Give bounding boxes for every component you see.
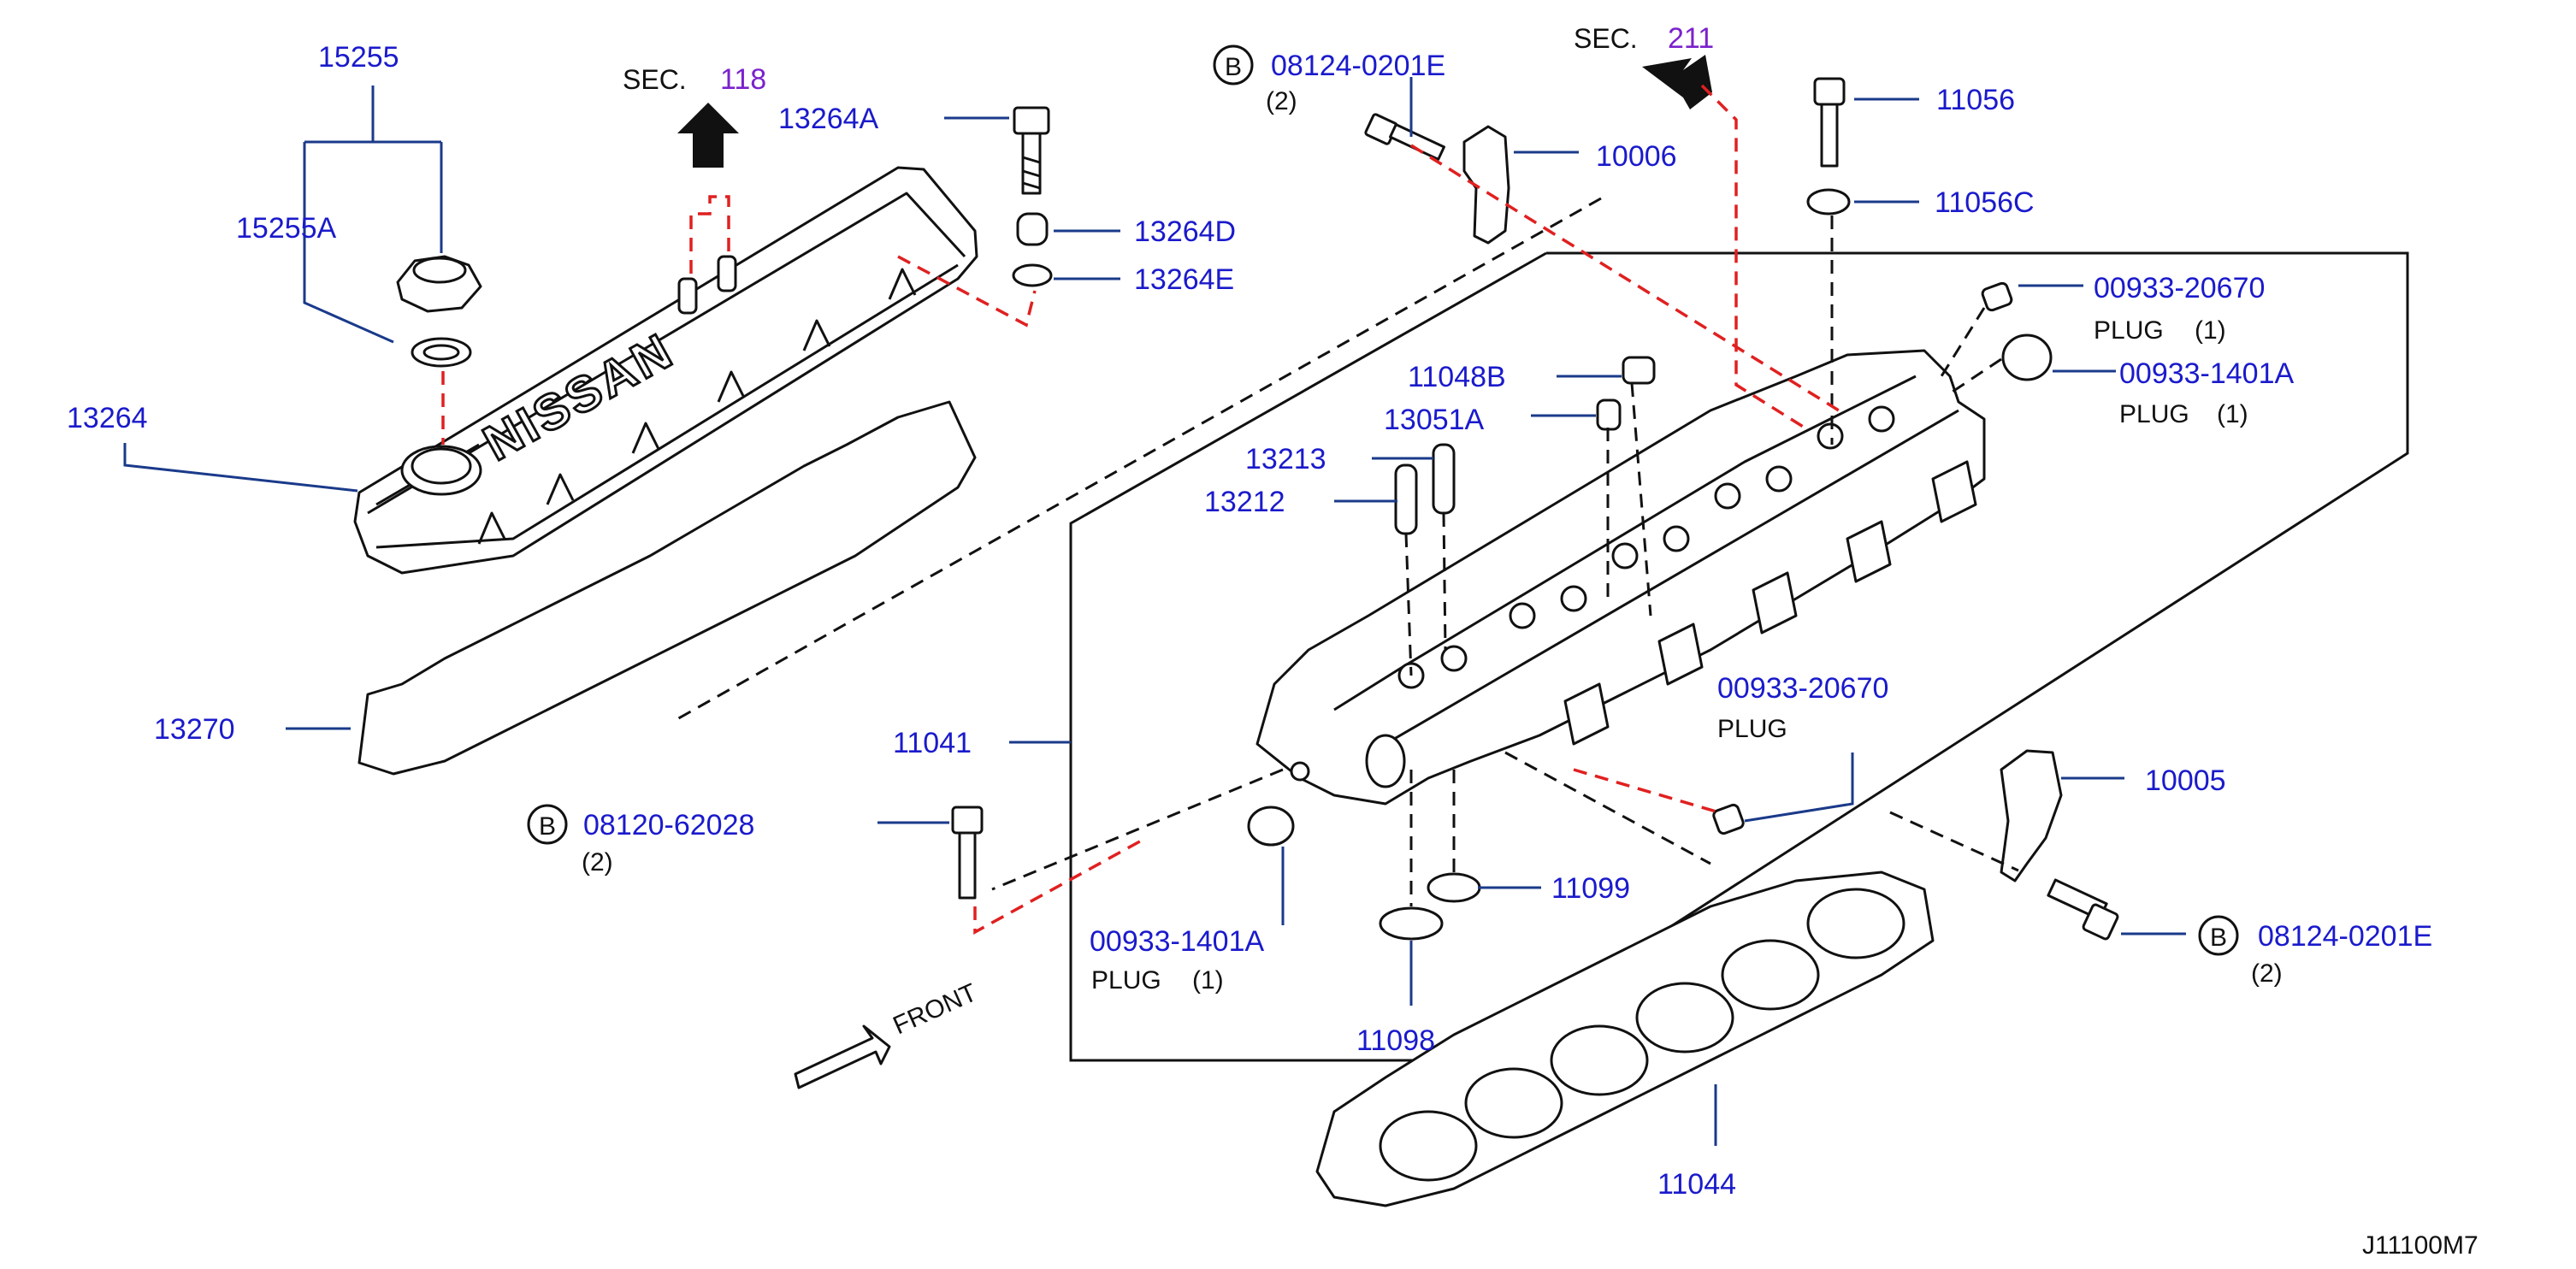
section-number-211[interactable]: 211 <box>1668 22 1714 55</box>
cover-grommet <box>1016 212 1049 246</box>
seal-11098 <box>1379 906 1444 941</box>
plug-bottom-large <box>1247 806 1295 847</box>
part-label-13051a[interactable]: 13051A <box>1384 404 1485 436</box>
front-arrow <box>794 1024 891 1089</box>
badge-b-letter-2: B <box>539 812 556 841</box>
cylinder-head <box>1256 349 1986 806</box>
qty-08124-top: (2) <box>1266 87 1297 115</box>
badge-b-icon-2 <box>527 804 568 845</box>
oil-filler-cap <box>396 255 482 313</box>
part-label-15255[interactable]: 15255 <box>318 41 399 74</box>
desc-plug-bottom-large: PLUG <box>1091 966 1161 995</box>
qty-08124-bottom: (2) <box>2251 959 2283 988</box>
desc-plug-top-small: PLUG <box>2094 316 2164 345</box>
badge-b-icon <box>1213 44 1254 86</box>
part-label-13264e[interactable]: 13264E <box>1134 263 1234 296</box>
plug-top-small <box>1981 281 2013 312</box>
part-label-00933-1401a-top[interactable]: 00933-1401A <box>2119 357 2295 390</box>
part-label-11041[interactable]: 11041 <box>893 727 972 759</box>
part-label-13264[interactable]: 13264 <box>67 402 148 434</box>
part-label-08124-top[interactable]: 08124-0201E <box>1271 50 1445 82</box>
part-label-11044[interactable]: 11044 <box>1657 1168 1736 1201</box>
part-label-10005[interactable]: 10005 <box>2145 764 2226 797</box>
qty-08120: (2) <box>582 848 613 876</box>
sec-211-arrow <box>1642 55 1712 109</box>
engine-slinger-front <box>1462 125 1510 245</box>
plug-top-large <box>2001 333 2053 381</box>
cover-stud-bolt <box>951 806 984 900</box>
valve-guide-13213 <box>1432 443 1456 515</box>
part-label-13213[interactable]: 13213 <box>1245 443 1326 475</box>
part-label-11098[interactable]: 11098 <box>1356 1024 1435 1057</box>
valve-guide-13212 <box>1394 463 1418 535</box>
part-label-11048b[interactable]: 11048B <box>1408 361 1506 393</box>
part-label-11056[interactable]: 11056 <box>1936 84 2015 116</box>
part-label-08120-62028[interactable]: 08120-62028 <box>583 809 754 841</box>
rocker-bolt <box>1813 77 1846 168</box>
head-bolt-bottom <box>2047 878 2119 941</box>
part-label-13264a[interactable]: 13264A <box>778 103 879 135</box>
part-label-00933-20670-top[interactable]: 00933-20670 <box>2094 272 2265 304</box>
plug-11048b <box>1622 356 1656 385</box>
cap-seal <box>411 337 472 368</box>
cover-bolt <box>1013 106 1050 195</box>
sec-118-arrow <box>677 103 739 168</box>
part-label-13270[interactable]: 13270 <box>154 713 235 746</box>
plug-mid-small <box>1712 803 1745 835</box>
part-label-00933-1401a-bottom[interactable]: 00933-1401A <box>1090 925 1265 958</box>
part-label-00933-20670-mid[interactable]: 00933-20670 <box>1717 672 1888 705</box>
badge-b-letter-3: B <box>2210 924 2227 952</box>
engine-slinger-rear <box>2000 749 2063 882</box>
rocker-cover: NISSAN <box>353 166 978 575</box>
desc-plug-mid-small: PLUG <box>1717 715 1787 743</box>
part-label-08124-bottom[interactable]: 08124-0201E <box>2258 920 2432 953</box>
part-label-15255a[interactable]: 15255A <box>236 212 337 245</box>
badge-b-icon-3 <box>2198 915 2239 956</box>
cover-washer <box>1012 263 1053 287</box>
section-prefix-118: SEC. <box>623 64 687 95</box>
head-bolt-top <box>1364 113 1445 161</box>
cover-gasket <box>357 400 977 776</box>
qty-plug-top-small: (1) <box>2195 316 2226 345</box>
section-prefix-211: SEC. <box>1574 23 1638 54</box>
part-label-13212[interactable]: 13212 <box>1204 486 1285 518</box>
part-label-11056c[interactable]: 11056C <box>1935 186 2035 219</box>
qty-plug-top-large: (1) <box>2217 400 2248 428</box>
seal-11099 <box>1427 872 1481 903</box>
section-number-118[interactable]: 118 <box>720 63 766 96</box>
rocker-washer <box>1806 188 1851 215</box>
front-label: FRONT <box>889 978 981 1040</box>
part-label-10006[interactable]: 10006 <box>1596 140 1677 173</box>
qty-plug-bottom-large: (1) <box>1192 966 1224 995</box>
desc-plug-top-large: PLUG <box>2119 400 2189 428</box>
part-label-11099[interactable]: 11099 <box>1551 872 1630 905</box>
part-label-13264d[interactable]: 13264D <box>1134 215 1236 248</box>
plug-13051a <box>1596 398 1622 431</box>
badge-b-letter: B <box>1225 53 1242 81</box>
head-gasket <box>1315 871 1935 1207</box>
diagram-code: J11100M7 <box>2362 1231 2479 1260</box>
